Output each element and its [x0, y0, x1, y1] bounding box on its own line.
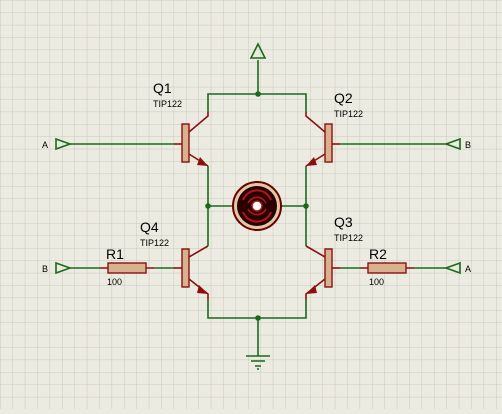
junction-dot [255, 315, 261, 321]
ref-label: Q3 [334, 214, 353, 230]
terminal-label: A [465, 264, 471, 274]
emitter-arrow-icon [306, 285, 317, 294]
ref-label: Q2 [334, 90, 353, 106]
part-label: TIP122 [334, 233, 363, 243]
ref-label: R2 [369, 246, 387, 262]
junction-dot [205, 203, 211, 209]
power-terminal-icon[interactable] [249, 42, 267, 59]
value-label: 100 [369, 277, 384, 287]
ground-terminal-icon[interactable] [246, 346, 270, 370]
collector-pin [305, 245, 326, 258]
transistor-q4[interactable]: Q4 TIP122 [140, 219, 209, 300]
junction-dot [255, 91, 261, 97]
emitter-arrow-icon [197, 157, 208, 166]
resistor-r1[interactable]: R1 100 [100, 246, 154, 287]
motor-winding [242, 189, 272, 201]
motor-icon[interactable] [232, 181, 282, 231]
part-label: TIP122 [153, 99, 182, 109]
value-label: 100 [107, 277, 122, 287]
emitter-arrow-icon [197, 285, 208, 294]
input-terminal-right-top[interactable]: B [443, 137, 471, 151]
ref-label: Q4 [140, 219, 159, 235]
ref-label: R1 [106, 246, 124, 262]
input-terminal-left-bottom[interactable]: B [42, 261, 73, 275]
emitter-arrow-icon [306, 157, 317, 166]
resistor-body [107, 262, 147, 274]
collector-pin [188, 245, 209, 258]
input-terminal-right-bottom[interactable]: A [443, 261, 471, 275]
transistor-body [324, 123, 333, 163]
collector-pin [305, 112, 326, 133]
ref-label: Q1 [153, 80, 172, 96]
collector-pin [188, 112, 209, 133]
transistor-q1[interactable]: Q1 TIP122 [153, 80, 209, 167]
transistor-body [181, 123, 190, 163]
motor-winding [247, 208, 267, 216]
resistor-body [367, 262, 407, 274]
terminal-label: A [42, 140, 48, 150]
junction-dot [303, 203, 309, 209]
motor-winding [247, 196, 267, 204]
transistor-body [324, 248, 333, 288]
motor-shaft [251, 200, 263, 212]
transistor-body [181, 248, 190, 288]
input-terminal-left-top[interactable]: A [42, 137, 73, 151]
terminal-label: B [42, 264, 48, 274]
part-label: TIP122 [334, 109, 363, 119]
transistor-q3[interactable]: Q3 TIP122 [305, 214, 363, 300]
resistor-r2[interactable]: R2 100 [360, 246, 414, 287]
junctions [205, 91, 309, 321]
terminal-arrow-icon [443, 137, 461, 151]
transistor-q2[interactable]: Q2 TIP122 [305, 90, 363, 167]
terminal-arrow-icon [443, 261, 461, 275]
part-label: TIP122 [140, 238, 169, 248]
terminal-arrow-icon [55, 137, 73, 151]
motor-winding [242, 211, 272, 223]
terminal-label: B [465, 140, 471, 150]
terminal-arrow-icon [55, 261, 73, 275]
